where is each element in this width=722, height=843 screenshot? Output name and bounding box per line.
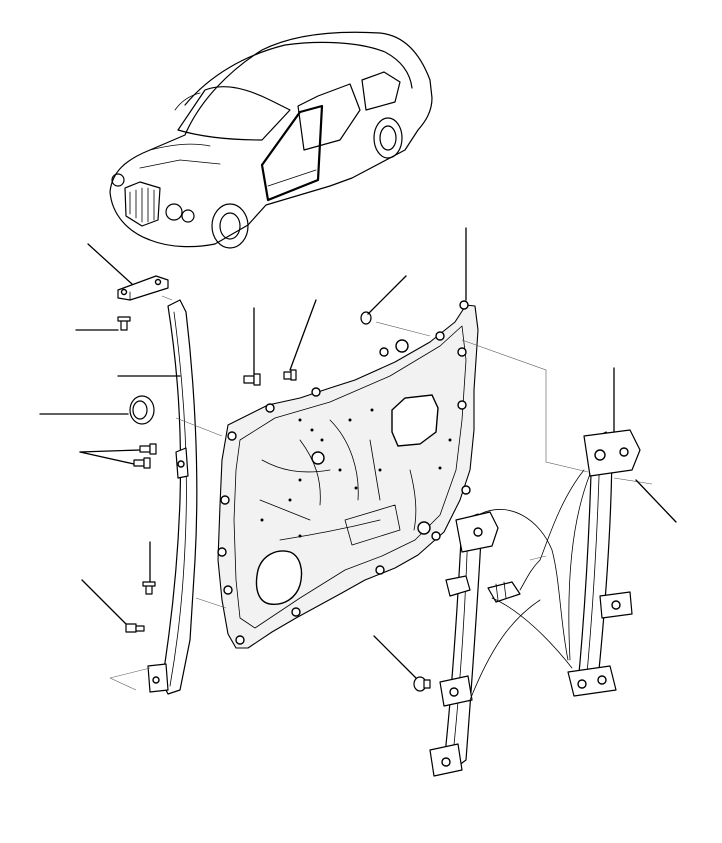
screw-2 xyxy=(133,457,151,469)
door-module-panel xyxy=(217,300,479,649)
fastener-screws xyxy=(117,311,431,692)
car-overview-illustration xyxy=(109,31,433,249)
clip-top xyxy=(360,311,372,325)
sealing-grommet xyxy=(129,395,155,425)
panel-bolt-holes xyxy=(217,300,471,645)
screw-panel-2 xyxy=(283,369,297,381)
window-regulator-rear xyxy=(519,429,641,697)
retaining-bracket xyxy=(117,275,169,301)
reference-lines xyxy=(109,295,653,691)
screw-panel-1 xyxy=(243,373,261,386)
callout-leader-lines xyxy=(39,227,677,679)
screw-1 xyxy=(139,443,157,455)
nut-regulator xyxy=(413,676,431,692)
window-regulator-front xyxy=(429,509,573,777)
screw-small-left xyxy=(117,316,131,331)
screw-bottom xyxy=(125,623,145,633)
screw-lower xyxy=(142,581,156,595)
glass-run-channel xyxy=(147,299,198,695)
